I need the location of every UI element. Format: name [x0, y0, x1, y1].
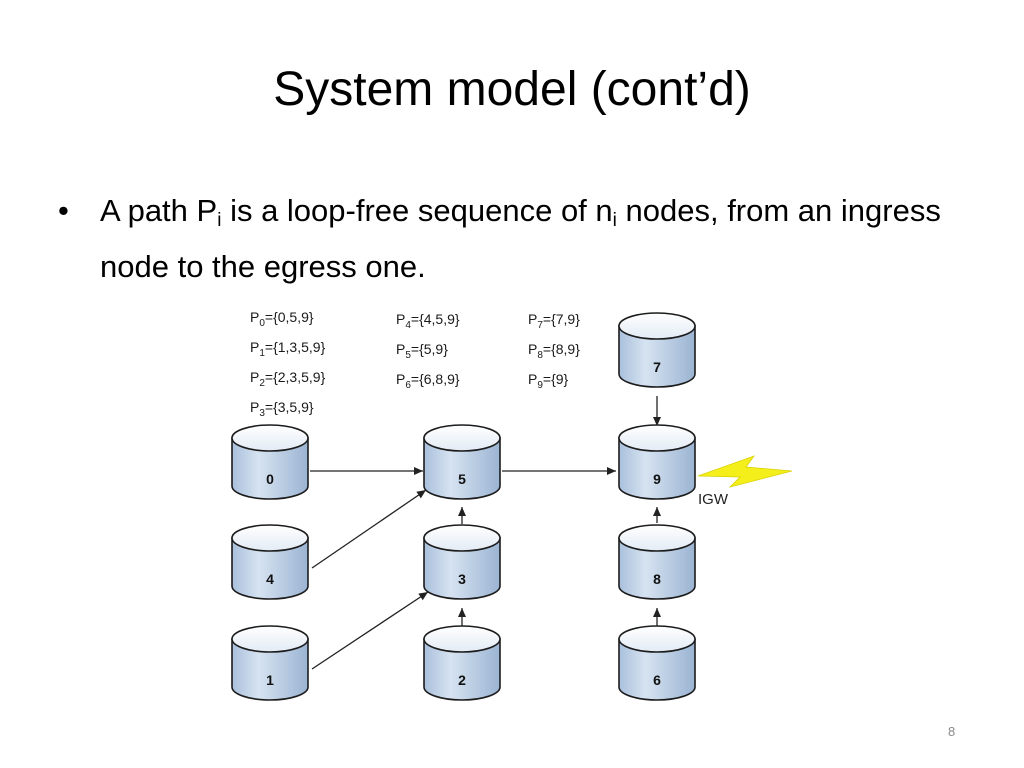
- node-9: 9: [618, 424, 696, 500]
- bullet-subscript: i: [612, 210, 617, 231]
- node-1: 1: [231, 625, 309, 701]
- edges: [310, 396, 661, 670]
- path-label: P0={0,5,9}: [250, 309, 314, 329]
- path-list: P0={0,5,9} P1={1,3,5,9} P2={2,3,5,9} P3=…: [250, 309, 580, 419]
- node-label: 4: [266, 571, 274, 587]
- edge-4-5: [311, 489, 427, 569]
- path-label: P3={3,5,9}: [250, 399, 314, 419]
- node-label: 8: [653, 571, 661, 587]
- node-label: 1: [266, 672, 274, 688]
- node-2: 2: [423, 625, 501, 701]
- path-label: P2={2,3,5,9}: [250, 369, 326, 389]
- node-8: 8: [618, 524, 696, 600]
- bullet-subscript: i: [217, 210, 222, 231]
- node-4: 4: [231, 524, 309, 600]
- path-label: P8={8,9}: [528, 341, 580, 361]
- igw-label: IGW: [698, 491, 729, 508]
- path-label: P6={6,8,9}: [396, 371, 460, 391]
- node-label: 7: [653, 359, 661, 375]
- path-label: P5={5,9}: [396, 341, 448, 361]
- path-label: P4={4,5,9}: [396, 311, 460, 331]
- node-label: 6: [653, 672, 661, 688]
- path-label: P7={7,9}: [528, 311, 580, 331]
- node-label: 3: [458, 571, 466, 587]
- bullet-dot: •: [58, 193, 69, 228]
- page-number: 8: [948, 724, 956, 739]
- node-0: 0: [231, 424, 309, 500]
- bullet-text-part: nodes, from an ingress node to the egres…: [100, 193, 941, 284]
- bullet-text-part: is a loop-free sequence of n: [221, 193, 613, 228]
- path-diagram: P0={0,5,9} P1={1,3,5,9} P2={2,3,5,9} P3=…: [231, 309, 793, 701]
- node-7: 7: [618, 312, 696, 388]
- slide-title: System model (cont’d): [273, 63, 751, 116]
- node-5: 5: [423, 424, 501, 500]
- edge-1-3: [311, 591, 429, 670]
- node-label: 9: [653, 471, 661, 487]
- bullet-text-part: A path P: [100, 193, 218, 228]
- nodes: 0 1 2 3 4 5 6 7 8 9: [231, 312, 696, 701]
- node-label: 0: [266, 471, 274, 487]
- wireless-bolt-icon: [697, 455, 793, 488]
- bullet-text: A path Pi is a loop-free sequence of ni …: [100, 188, 970, 290]
- node-label: 5: [458, 471, 466, 487]
- path-label: P1={1,3,5,9}: [250, 339, 326, 359]
- node-3: 3: [423, 524, 501, 600]
- node-6: 6: [618, 625, 696, 701]
- path-label: P9={9}: [528, 371, 569, 391]
- node-label: 2: [458, 672, 466, 688]
